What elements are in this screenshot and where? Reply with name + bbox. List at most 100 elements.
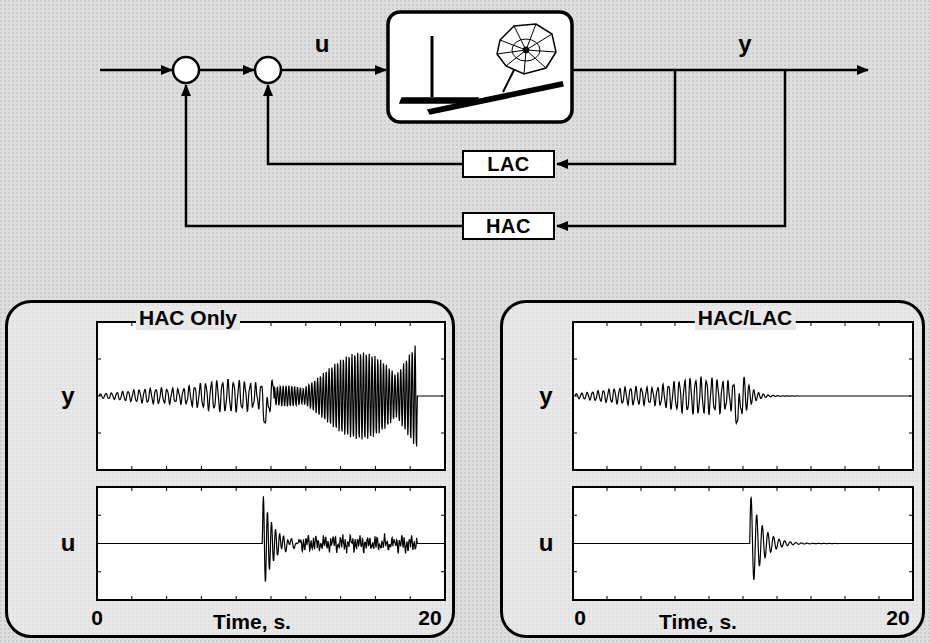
tick-mark bbox=[845, 596, 846, 600]
tick-mark bbox=[97, 571, 101, 572]
tick-mark bbox=[97, 359, 101, 360]
tick-mark bbox=[375, 487, 376, 491]
tick-mark bbox=[201, 487, 202, 491]
tick-mark bbox=[909, 571, 913, 572]
axis-label-holder: y bbox=[61, 382, 74, 410]
tick-mark bbox=[811, 487, 812, 491]
axis-label-holder: u bbox=[539, 529, 554, 557]
signal-name: y bbox=[738, 30, 751, 58]
panel-title: HAC/LAC bbox=[695, 306, 796, 330]
tick-mark bbox=[675, 596, 676, 600]
tick-mark bbox=[845, 487, 846, 491]
tick-mark bbox=[201, 466, 202, 470]
tick-mark bbox=[375, 322, 376, 326]
axis-tick-value: 0 bbox=[91, 606, 103, 630]
tick-mark bbox=[201, 596, 202, 600]
axis-title: Time, s. bbox=[213, 610, 291, 634]
tick-mark bbox=[777, 596, 778, 600]
tick-mark bbox=[441, 433, 445, 434]
tick-mark bbox=[709, 466, 710, 470]
dish-hub bbox=[523, 47, 529, 53]
result-panel: HAC Only bbox=[5, 300, 455, 638]
output-wire bbox=[572, 69, 868, 72]
plot-frame bbox=[97, 487, 445, 600]
tick-mark bbox=[305, 487, 306, 491]
panel-title: HAC Only bbox=[136, 306, 240, 330]
tick-mark bbox=[675, 466, 676, 470]
axis-tick-value-holder: 20 bbox=[886, 606, 909, 630]
plot-axes bbox=[573, 487, 913, 600]
tick-mark bbox=[305, 322, 306, 326]
mast bbox=[431, 36, 434, 97]
antenna-structure-illustration bbox=[400, 24, 563, 114]
axis-tick-value-holder: 20 bbox=[418, 606, 441, 630]
tick-mark bbox=[607, 466, 608, 470]
plot-frame bbox=[573, 322, 913, 470]
result-panel: HAC/LAC bbox=[500, 300, 925, 638]
axis-title-holder: Time, s. bbox=[659, 610, 737, 634]
tick-mark bbox=[879, 322, 880, 326]
axis-label-holder: y bbox=[539, 382, 552, 410]
tick-mark bbox=[97, 515, 101, 516]
tick-mark bbox=[879, 487, 880, 491]
axis-label: u bbox=[539, 529, 554, 557]
plot-frame bbox=[573, 487, 913, 600]
tick-mark bbox=[236, 466, 237, 470]
tick-mark bbox=[340, 487, 341, 491]
response-trace bbox=[575, 498, 911, 580]
summing-junction bbox=[255, 57, 281, 83]
tick-mark bbox=[166, 596, 167, 600]
tick-mark bbox=[909, 515, 913, 516]
response-trace bbox=[99, 346, 443, 447]
plot-frame bbox=[97, 322, 445, 470]
signal-name: u bbox=[315, 30, 330, 58]
tick-mark bbox=[441, 515, 445, 516]
panel-title-holder: HAC Only bbox=[136, 306, 240, 330]
panel-ground bbox=[5, 300, 455, 638]
input-wire bbox=[100, 69, 172, 72]
tick-mark bbox=[410, 487, 411, 491]
axis-title-holder: Time, s. bbox=[213, 610, 291, 634]
tick-mark bbox=[641, 487, 642, 491]
tick-mark bbox=[909, 433, 913, 434]
tick-mark bbox=[811, 322, 812, 326]
time-response-plots bbox=[97, 322, 913, 600]
dish-rim bbox=[497, 24, 556, 74]
plot-axes bbox=[573, 322, 913, 470]
tick-mark bbox=[607, 487, 608, 491]
tick-mark bbox=[879, 466, 880, 470]
lac-feed-wire bbox=[557, 70, 675, 164]
plant-box bbox=[388, 12, 572, 122]
tick-mark bbox=[777, 487, 778, 491]
controller-label: LAC bbox=[487, 153, 530, 176]
tick-mark bbox=[166, 466, 167, 470]
plot-axes bbox=[97, 487, 445, 600]
tick-mark bbox=[879, 596, 880, 600]
summing-junction bbox=[173, 57, 199, 83]
tick-mark bbox=[573, 515, 577, 516]
tick-mark bbox=[410, 596, 411, 600]
tick-mark bbox=[410, 322, 411, 326]
axis-label: y bbox=[539, 382, 552, 410]
signal-name-holder: u bbox=[315, 30, 330, 58]
panel-title-holder: HAC/LAC bbox=[695, 306, 796, 330]
axis-tick-value-holder: 0 bbox=[91, 606, 103, 630]
plot-axes bbox=[97, 322, 445, 470]
tick-mark bbox=[375, 596, 376, 600]
tick-mark bbox=[271, 487, 272, 491]
tick-mark bbox=[641, 322, 642, 326]
tick-mark bbox=[271, 466, 272, 470]
tick-mark bbox=[131, 487, 132, 491]
axis-label: u bbox=[61, 529, 76, 557]
signal-name-holder: y bbox=[738, 30, 751, 58]
tick-mark bbox=[340, 322, 341, 326]
tick-mark bbox=[131, 322, 132, 326]
axis-title: Time, s. bbox=[659, 610, 737, 634]
tick-mark bbox=[811, 466, 812, 470]
tick-mark bbox=[340, 596, 341, 600]
controller-label: HAC bbox=[486, 215, 531, 238]
axis-label-holder: u bbox=[61, 529, 76, 557]
